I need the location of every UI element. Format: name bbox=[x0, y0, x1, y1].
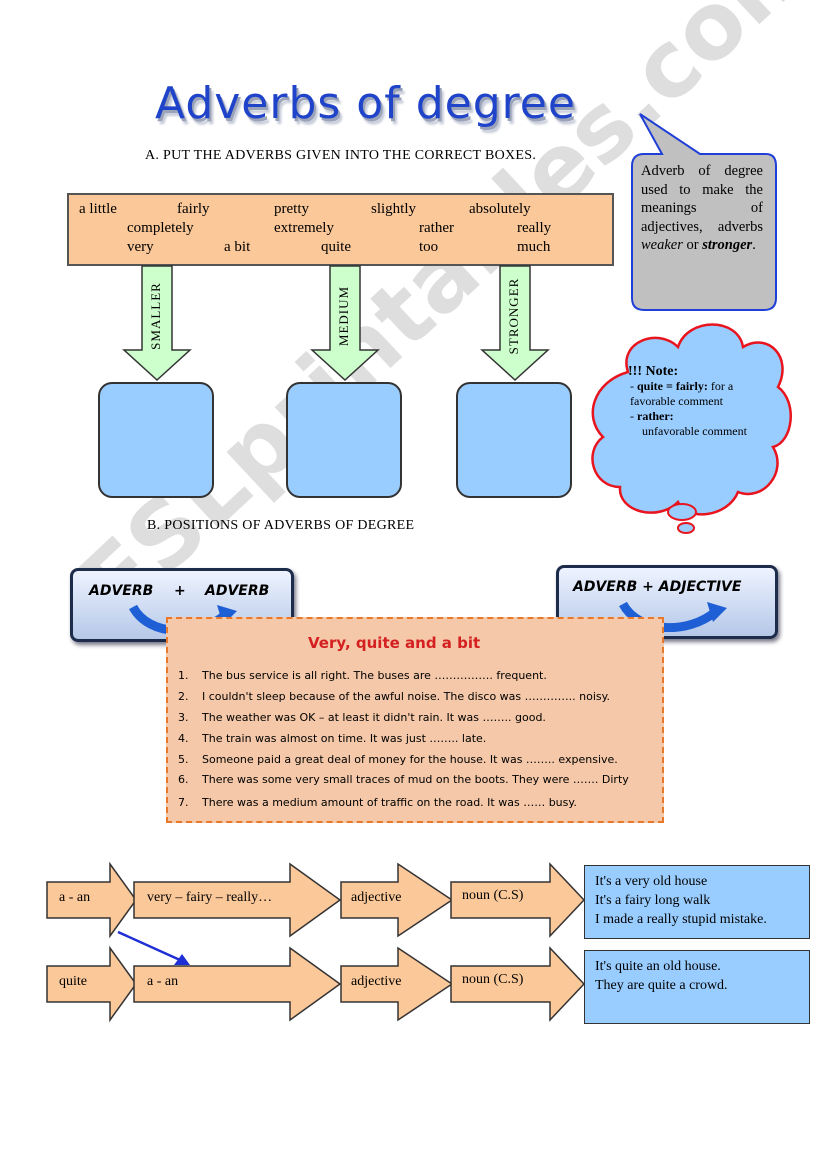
word: very bbox=[127, 239, 154, 255]
word: a bit bbox=[224, 239, 251, 255]
example-line: It's a very old house bbox=[595, 874, 708, 889]
word: a little bbox=[79, 201, 117, 217]
answer-box-smaller[interactable] bbox=[98, 382, 214, 498]
exercise-item: Someone paid a great deal of money for t… bbox=[202, 753, 618, 766]
example-box-row1: It's a very old house It's a fairy long … bbox=[584, 865, 810, 939]
word: extremely bbox=[274, 220, 334, 236]
exercise-title: Very, quite and a bit bbox=[308, 634, 481, 652]
callout-text: Adverb of degree used to make the meanin… bbox=[641, 163, 763, 253]
word: much bbox=[517, 239, 551, 255]
flow-label: noun (C.S) bbox=[462, 972, 524, 987]
flow-diagram bbox=[46, 861, 586, 1023]
arrow-down-icon bbox=[310, 265, 380, 382]
arrow-down-icon bbox=[480, 265, 550, 382]
flow-arrow-icon bbox=[133, 862, 342, 938]
note-box: !!! Note: - quite = fairly: for a favora… bbox=[628, 364, 768, 439]
exercise-item: There was a medium amount of traffic on … bbox=[202, 796, 577, 809]
answer-box-medium[interactable] bbox=[286, 382, 402, 498]
word: rather bbox=[419, 220, 454, 236]
exercise-item: The bus service is all right. The buses … bbox=[202, 669, 547, 682]
answer-box-stronger[interactable] bbox=[456, 382, 572, 498]
flow-arrow-icon bbox=[340, 862, 454, 938]
exercise-item: The train was almost on time. It was jus… bbox=[202, 732, 487, 745]
word: too bbox=[419, 239, 439, 255]
exercise-panel: Very, quite and a bit 1. The bus service… bbox=[166, 617, 664, 823]
flow-label: adjective bbox=[351, 974, 402, 989]
curved-arrow-icon bbox=[619, 601, 727, 632]
flow-arrow-icon bbox=[450, 946, 586, 1022]
word: completely bbox=[127, 220, 194, 236]
arrow-down-icon bbox=[122, 265, 192, 382]
flow-label: very – fairy – really… bbox=[147, 890, 273, 905]
flow-arrow-icon bbox=[46, 945, 137, 1023]
cloud-icon bbox=[591, 323, 792, 534]
section-a-heading: A. PUT THE ADVERBS GIVEN INTO THE CORREC… bbox=[145, 148, 537, 163]
arrow-label-medium: MEDIUM bbox=[336, 285, 351, 347]
example-box-row2: It's quite an old house. They are quite … bbox=[584, 950, 810, 1024]
arrow-label-smaller: SMALLER bbox=[148, 282, 163, 350]
flow-label: quite bbox=[59, 974, 87, 989]
page-title: Adverbs of degree bbox=[155, 78, 576, 129]
word: fairly bbox=[177, 201, 210, 217]
flow-arrow-icon bbox=[450, 862, 586, 938]
example-line: I made a really stupid mistake. bbox=[595, 912, 767, 927]
word: pretty bbox=[274, 201, 309, 217]
flow-arrow-icon bbox=[46, 861, 137, 939]
speech-bubble-icon bbox=[631, 113, 777, 311]
exercise-item: I couldn't sleep because of the awful no… bbox=[202, 690, 611, 703]
section-b-heading: B. POSITIONS OF ADVERBS OF DEGREE bbox=[147, 518, 415, 533]
flow-label: a - an bbox=[147, 974, 179, 989]
word-bank: a little fairly pretty slightly absolute… bbox=[67, 193, 614, 266]
flow-arrow-icon bbox=[340, 946, 454, 1022]
flow-label: noun (C.S) bbox=[462, 888, 524, 903]
flow-label: a - an bbox=[59, 890, 91, 905]
note-title: !!! Note: bbox=[628, 364, 679, 379]
flow-arrow-icon bbox=[133, 946, 342, 1022]
word: slightly bbox=[371, 201, 417, 217]
word: absolutely bbox=[469, 201, 531, 217]
arrow-label-stronger: STRONGER bbox=[506, 277, 521, 355]
exercise-item: The weather was OK – at least it didn't … bbox=[202, 711, 546, 724]
word: really bbox=[517, 220, 552, 236]
word: quite bbox=[321, 239, 351, 255]
example-line: They are quite a crowd. bbox=[595, 978, 728, 993]
exercise-item: There was some very small traces of mud … bbox=[202, 773, 629, 786]
flow-label: adjective bbox=[351, 890, 402, 905]
example-line: It's a fairy long walk bbox=[595, 893, 711, 908]
example-line: It's quite an old house. bbox=[595, 959, 721, 974]
